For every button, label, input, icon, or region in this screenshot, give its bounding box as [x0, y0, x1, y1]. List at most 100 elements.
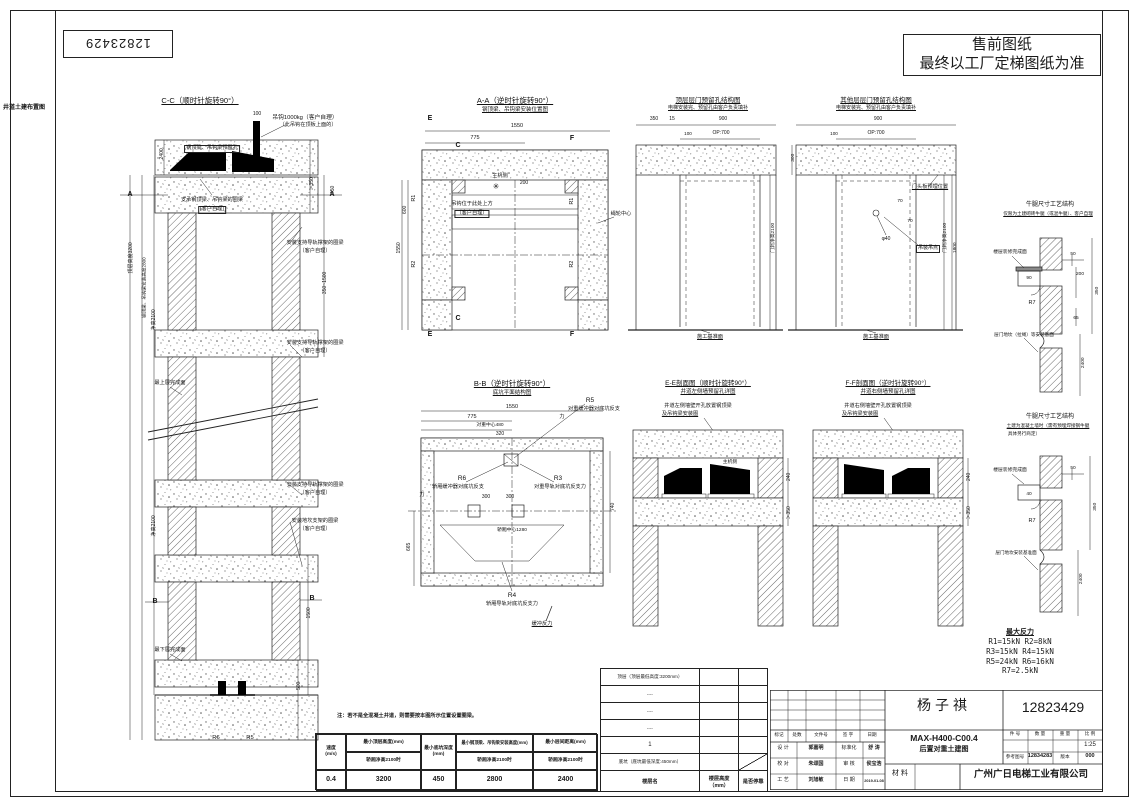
dim-label: R3 — [553, 475, 563, 482]
max-reaction-forces: 最大反力 R1=15kN R2=8kN R3=15kN R4=15kN R5=2… — [935, 628, 1105, 676]
dim-label: R5 — [246, 735, 254, 741]
dim-label: ✳ — [492, 182, 500, 191]
col-header-pit-depth: 最小底坑深度(mm) — [421, 734, 456, 770]
header-line: (m/s) — [325, 752, 337, 757]
dim-label: （客户自理） — [299, 248, 331, 254]
dim-label: R1 — [568, 197, 575, 205]
dim-label: ＞350 — [786, 506, 793, 520]
door1-drawing — [628, 124, 783, 334]
dim-label: R1 — [410, 194, 417, 202]
presale-line2: 最终以工厂定梯图纸为准 — [919, 55, 1085, 72]
dim-label: 775 — [467, 414, 477, 420]
dim-label: 100 — [830, 131, 838, 136]
cc-drawing — [120, 121, 342, 741]
dim-label: 仅限为土建砌砖牛腿（或混牛腿）、客户自理 — [1003, 211, 1093, 216]
dim-label: （客户自理） — [454, 210, 490, 218]
dim-label: C — [455, 142, 461, 149]
dim-label: 轿厢导轨对底坑反支力 — [486, 601, 538, 607]
col-header-speed: 速度 (m/s) — [316, 734, 346, 770]
dim-label: 底坑平面结构图 — [492, 390, 532, 396]
dim-label: 门头板预埋位置 — [911, 184, 949, 190]
rev-header: 标记 — [774, 732, 784, 737]
dim-label: E — [427, 331, 433, 338]
value-pit-depth: 450 — [421, 770, 456, 791]
height-cell — [700, 703, 740, 719]
dim-label: 对重缓冲器对底坑反支 — [568, 406, 620, 412]
drawing-number: 12823429 — [1021, 699, 1085, 715]
dim-label: 及吊钩梁安装图 — [841, 411, 879, 417]
dim-label: 450 — [330, 185, 337, 195]
height-cell — [700, 737, 740, 753]
dim-label: φ40 — [881, 236, 891, 242]
corbel1-drawing — [1011, 237, 1093, 396]
dim-label: 土建为混凝土墙时（需有预埋焊接钢牛腿 — [1006, 423, 1090, 428]
dim-label: OP:700 — [867, 130, 885, 136]
dim-label: 100 — [252, 111, 262, 117]
dim-label: 吊装吊点 — [915, 245, 941, 253]
dim-label: 主机侧 — [492, 173, 508, 179]
dim-label: R6 — [457, 475, 467, 482]
dim-label: 70 — [907, 219, 913, 224]
dim-label: 支承钢顶梁、吊钩梁的圈梁 — [180, 197, 244, 203]
dim-label: 300 — [791, 153, 797, 162]
dim-label: 门洞净高2100 — [771, 222, 777, 253]
dim-label: （客户自理） — [299, 348, 331, 354]
forces-line: R7=2.5kN — [1001, 666, 1039, 676]
value-floor-distance: 2400 — [533, 770, 598, 791]
table-row: 1 — [601, 737, 767, 754]
dim-label: B — [152, 598, 158, 605]
dim-label: 15 — [669, 116, 675, 122]
dim-label: 320 — [495, 431, 505, 437]
dim-label: 力 — [419, 492, 425, 498]
height-cell — [700, 720, 740, 736]
col-header-floor-name: 楼层名 — [601, 771, 700, 792]
scale-value: 1:25 — [1084, 742, 1096, 748]
dim-label: 240 — [786, 472, 793, 482]
floor-cell: 1 — [601, 737, 700, 753]
dim-label: 90 — [1026, 276, 1032, 281]
dim-label: 1500 — [306, 607, 313, 619]
stop-cell — [739, 686, 767, 702]
presale-line1: 售前图纸 — [971, 36, 1032, 54]
qty-header: 比 例 — [1084, 731, 1096, 736]
dim-label: 绳轮中心 — [610, 211, 632, 217]
dim-label: 安装支持导轨撑架的圈梁 — [286, 482, 344, 488]
dim-label: 2400 — [1081, 357, 1087, 369]
dim-label: 2400 — [159, 148, 166, 160]
dim-label: 对重导轨对底坑反支力 — [534, 484, 586, 490]
view-title-aa: A-A（逆时针旋转90°） — [476, 96, 554, 105]
stop-cell — [739, 669, 767, 685]
table-row: 顶层（顶层最低高度:3200mm） — [601, 669, 767, 686]
dim-label: B — [309, 595, 315, 602]
header-line: 速度 — [326, 746, 336, 752]
role-label: 审 核 — [843, 761, 855, 767]
forces-line: R3=15kN R4=15kN — [986, 646, 1054, 656]
dim-label: 力 — [559, 414, 565, 420]
dim-label: ＞350 — [966, 506, 973, 520]
dim-label: 层门地坎（拉绳）等安装基面 — [994, 332, 1054, 337]
dim-label: A — [329, 191, 335, 198]
proofread-signature: 朱颂国 — [808, 761, 824, 767]
section-view-ee: E-E剖面图（顺时针旋转90°）井道左侧墙预留孔详图井道左侧墙壁开孔放置钢顶梁及… — [618, 378, 798, 646]
dim-label: A — [127, 191, 133, 198]
dim-label: 350 — [649, 116, 659, 122]
stop-cell-diagonal — [739, 754, 767, 770]
corbel2-drawing — [1011, 455, 1091, 616]
dim-label: 775 — [470, 135, 480, 141]
dim-label: （客户自理） — [299, 526, 331, 532]
dim-label: （客户自理） — [299, 490, 331, 496]
detail-view-corbel-2: 牛腿尺寸工艺结构土建为混凝土墙时（需有预埋焊接钢牛腿具体另行商定）楼层装修完成面… — [988, 412, 1103, 627]
company-name: 广州广日电梯工业有限公司 — [973, 769, 1089, 780]
role-label: 设 计 — [777, 745, 789, 751]
col-header-floor-distance: 最小层间距离(mm) — [533, 734, 598, 752]
floor-list-table: 顶层（顶层最低高度:3200mm） ---- ---- ---- 1 底坑（底坑… — [600, 668, 768, 792]
stop-cell — [739, 703, 767, 719]
forces-line: R1=15kN R2=8kN — [988, 637, 1052, 647]
dim-label: 缓冲反力 — [531, 621, 553, 627]
dim-label: 665 — [406, 542, 413, 552]
table-header-row: 楼层名 楼层高度 （mm） 是否停靠 — [601, 771, 767, 792]
table-row: ---- — [601, 686, 767, 703]
